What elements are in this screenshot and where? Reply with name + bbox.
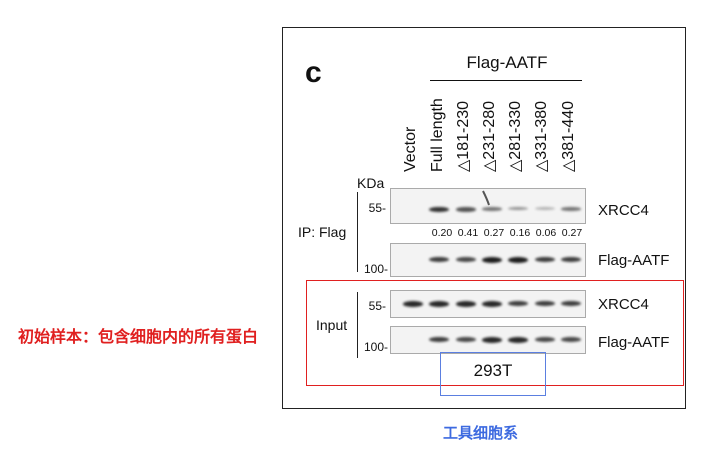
lane-label-d181-230: △181-230 [455,100,472,172]
lane-label-d231-280: △231-280 [481,100,498,172]
band-ip-aatf-lane-2 [429,257,450,263]
quant-d231-280: 0.27 [483,227,505,239]
input-annotation-text: 初始样本：包含细胞内的所有蛋白 [18,329,259,346]
blot-label-input-aatf: Flag-AATF [598,334,670,351]
band-input-aatf-lane-7 [560,337,581,342]
lane-label-d331-380: △331-380 [533,100,550,172]
band-input-xrcc4-lane-1 [403,301,423,307]
lane-label-full-length: Full length [429,98,446,172]
quant-d181-230: 0.41 [457,227,479,239]
panel-letter: c [305,56,322,89]
band-ip-aatf-lane-3 [455,257,476,262]
ip-bracket [357,192,358,272]
band-input-aatf-lane-4 [481,337,502,343]
quant-d331-380: 0.06 [535,227,557,239]
cell-line-highlight-box [440,352,546,396]
band-input-xrcc4-lane-7 [560,301,581,307]
band-ip-xrcc4-lane-4 [481,207,502,211]
band-ip-aatf-lane-7 [560,257,581,263]
construct-header: Flag-AATF [466,53,548,72]
construct-header-rule [430,80,582,81]
cell-line-annotation-text: 工具细胞系 [443,425,519,442]
lane-label-d381-440: △381-440 [560,100,577,172]
band-input-xrcc4-lane-4 [481,301,502,307]
cell-line-label: 293T [473,361,513,380]
band-input-aatf-lane-6 [534,337,555,342]
quant-d381-440: 0.27 [561,227,583,239]
mw-marker-input-aatf: 100- [363,340,388,354]
blot-input-aatf [390,326,586,354]
lane-label-vector: Vector [402,126,419,172]
band-input-aatf-lane-5 [508,337,529,343]
quant-full-length: 0.20 [431,227,453,239]
band-input-xrcc4-lane-3 [455,301,476,307]
band-ip-xrcc4-lane-7 [560,207,581,211]
kda-label: KDa [357,175,385,191]
blot-label-ip-aatf: Flag-AATF [598,252,670,269]
blot-ip-xrcc4 [390,188,586,224]
band-input-xrcc4-lane-5 [508,301,529,307]
band-ip-xrcc4-lane-3 [455,207,476,212]
band-input-aatf-lane-2 [429,337,450,343]
blot-artifact-mark [482,190,490,206]
ip-label: IP: Flag [298,224,347,240]
input-bracket [357,292,358,358]
band-ip-aatf-lane-4 [481,257,502,263]
mw-marker-ip-xrcc4: 55- [368,201,386,215]
band-input-xrcc4-lane-6 [534,301,555,307]
figure-frame [282,27,686,409]
band-ip-xrcc4-lane-2 [429,207,450,213]
band-ip-aatf-lane-5 [508,257,529,263]
band-ip-aatf-lane-6 [534,257,555,263]
lane-label-d281-330: △281-330 [507,100,524,172]
band-ip-xrcc4-lane-5 [508,207,529,210]
band-ip-xrcc4-lane-6 [534,207,555,210]
blot-input-xrcc4 [390,290,586,318]
blot-ip-aatf [390,243,586,277]
band-input-xrcc4-lane-2 [429,301,450,307]
mw-marker-input-xrcc4: 55- [368,299,386,313]
band-input-aatf-lane-3 [455,337,476,342]
blot-label-ip-xrcc4: XRCC4 [598,202,649,219]
mw-marker-ip-aatf: 100- [363,262,388,276]
input-label: Input [316,317,348,333]
blot-label-input-xrcc4: XRCC4 [598,296,649,313]
quant-d281-330: 0.16 [509,227,531,239]
input-highlight-box [306,280,684,386]
